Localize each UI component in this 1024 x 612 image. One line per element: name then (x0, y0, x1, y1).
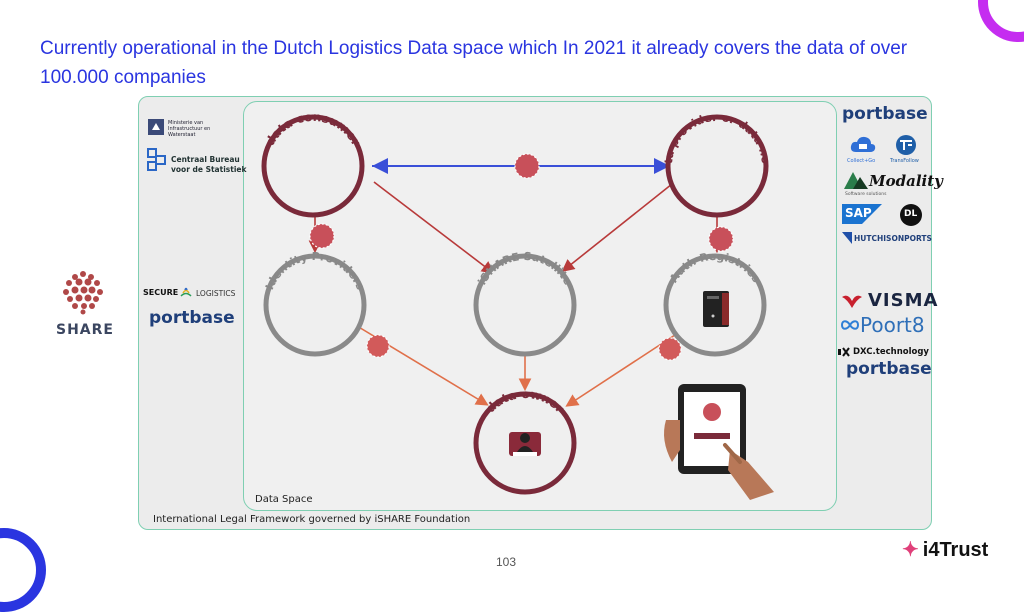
secure-logistics-signal-icon (180, 287, 192, 297)
data-space-label: Data Space (255, 494, 313, 505)
poort8-label: Poort8 (860, 313, 925, 337)
dxc-logo-icon (838, 347, 850, 357)
modality-mountain-icon (844, 172, 868, 189)
node-data-consumer (261, 114, 365, 218)
share-ball-icon (309, 223, 335, 249)
cbs-label-line2: voor de Statistiek (171, 165, 247, 174)
node-data-provider (665, 114, 769, 218)
data-owner-person-icon (509, 432, 541, 456)
hutchison-ports-label: HUTCHISONPORTS (854, 234, 932, 243)
ministry-label: Ministerie van Infrastructuur en Waterst… (168, 120, 211, 138)
legal-framework-label: International Legal Framework governed b… (153, 514, 471, 525)
ministry-crest-icon (148, 119, 164, 135)
hutchison-ports-icon (842, 232, 852, 244)
share-ball-icon (658, 337, 682, 361)
cbs-label-line1: Centraal Bureau (171, 155, 240, 164)
share-ball-icon (366, 334, 390, 358)
poort8-infinity-icon (841, 320, 859, 330)
transfollow-label: TransFollow (890, 158, 919, 164)
share-ball-icon (708, 226, 734, 252)
transfollow-icon (896, 135, 916, 155)
secure-logistics-label-logistics: LOGISTICS (196, 289, 236, 298)
dl-label: DL (904, 209, 918, 219)
portbase-logo-right-bottom: portbase (846, 359, 932, 379)
i4trust-label: i4Trust (922, 539, 989, 561)
label-data-provider: data provider or data node (0, 0, 772, 165)
visma-label: VISMA (868, 290, 939, 311)
arrow-consumer-to-satellite (373, 181, 495, 274)
slide-title: Currently operational in the Dutch Logis… (40, 38, 908, 88)
arrow-auth-to-owner (565, 332, 679, 407)
sparkle-icon: ✦ (902, 539, 919, 561)
secure-logistics-label-secure: SECURE (143, 288, 179, 297)
sap-label: SAP (845, 206, 872, 220)
modality-label: Modality (869, 172, 943, 190)
dxc-technology-label: DXC.technology (853, 347, 929, 357)
collect-go-label: Collect+Go (847, 158, 876, 164)
node-ishare-satellite (473, 253, 577, 357)
tablet-hands-icon (664, 384, 774, 500)
collect-go-cloud-icon (850, 136, 876, 152)
share-logo-icon (63, 271, 103, 315)
data-space-diagram: data consumer data provider or data node… (0, 0, 774, 500)
server-icon (703, 291, 729, 327)
i4trust-brand: ✦i4Trust (902, 537, 988, 562)
dl-logo-icon (900, 204, 922, 226)
portbase-logo-left: portbase (149, 308, 235, 328)
modality-subtitle: Software solutions (845, 192, 887, 197)
share-logo-text: SHARE (56, 322, 114, 338)
sap-logo-icon (842, 204, 882, 224)
arrow-provider-to-satellite (561, 183, 673, 272)
node-identity-providers (263, 253, 367, 357)
decorative-arc-top-right (978, 0, 1024, 42)
cbs-logo-icon (147, 148, 166, 171)
share-ball-icon (514, 153, 540, 179)
visma-logo-icon (842, 295, 862, 308)
page-number: 103 (496, 555, 517, 569)
portbase-logo-right-top: portbase (842, 104, 928, 124)
